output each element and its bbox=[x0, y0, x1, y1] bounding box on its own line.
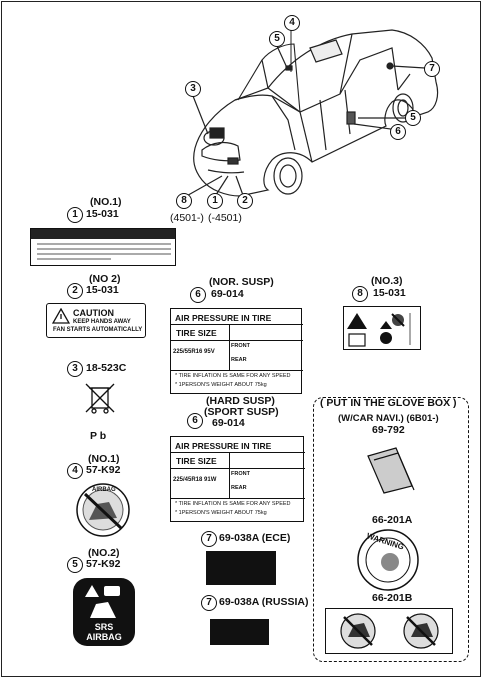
callout-5: 5 bbox=[67, 557, 83, 573]
callout-6b: 6 bbox=[187, 413, 203, 429]
glove-part-66-201a: 66-201A bbox=[372, 514, 413, 526]
callout-3-car: 3 bbox=[185, 81, 201, 97]
callout-5-car-side: 5 bbox=[405, 110, 421, 126]
label4-note: (NO.1) bbox=[88, 453, 120, 465]
callout-8: 8 bbox=[352, 286, 368, 302]
label6a-note: (NOR. SUSP) bbox=[209, 276, 274, 288]
label1-note: (NO.1) bbox=[90, 196, 122, 208]
label6b-note1: (HARD SUSP) bbox=[206, 395, 275, 407]
label6b-foot1: * TIRE INFLATION IS SAME FOR ANY SPEED bbox=[175, 501, 291, 507]
callout-2-car: 2 bbox=[237, 193, 253, 209]
callout-4-car: 4 bbox=[284, 15, 300, 31]
glove-box-group bbox=[313, 397, 469, 662]
warning-badge bbox=[357, 529, 419, 591]
label2-line1: KEEP HANDS AWAY bbox=[73, 319, 131, 325]
glove-navi-note: (W/CAR NAVI.) (6B01-) bbox=[338, 413, 439, 424]
callout-1: 1 bbox=[67, 207, 83, 223]
label1-plate bbox=[30, 228, 176, 266]
label3-part: 18-523C bbox=[86, 362, 127, 374]
range-from-4501: (4501-) bbox=[170, 212, 204, 224]
glove-box-title: ( PUT IN THE GLOVE BOX ) bbox=[320, 397, 457, 409]
label2-line2: FAN STARTS AUTOMATICALLY bbox=[53, 327, 143, 333]
label2-caution: CAUTION bbox=[73, 308, 114, 318]
label4-part: 57-K92 bbox=[86, 464, 121, 476]
callout-2: 2 bbox=[67, 283, 83, 299]
label5-srs: SRS bbox=[94, 622, 114, 632]
glove-66-201b-plate bbox=[325, 608, 453, 654]
callout-1-car: 1 bbox=[207, 193, 223, 209]
label6b-note2: (SPORT SUSP) bbox=[204, 406, 279, 418]
label6b-foot2: * 1PERSON'S WEIGHT ABOUT 75kg bbox=[175, 510, 267, 516]
fan-warning-icons bbox=[347, 313, 411, 347]
label8-note: (NO.3) bbox=[371, 275, 403, 287]
label7a-plate bbox=[206, 551, 276, 585]
label6a-foot2: * 1PERSON'S WEIGHT ABOUT 75kg bbox=[175, 382, 267, 388]
label5-srs-plate: SRS AIRBAG bbox=[73, 578, 135, 646]
label2-plate: CAUTION KEEP HANDS AWAY FAN STARTS AUTOM… bbox=[46, 303, 146, 338]
srs-icons bbox=[85, 585, 120, 597]
callout-6a: 6 bbox=[190, 287, 206, 303]
label6a-foot1: * TIRE INFLATION IS SAME FOR ANY SPEED bbox=[175, 373, 291, 379]
car-illustration bbox=[182, 28, 439, 199]
label7b-part: 69-038A (RUSSIA) bbox=[219, 596, 309, 608]
callout-7a: 7 bbox=[201, 531, 217, 547]
label4-badge-text: AIRBAG bbox=[92, 487, 116, 493]
label6a-part: 69-014 bbox=[211, 288, 244, 300]
glove-part-69-792: 69-792 bbox=[372, 424, 405, 436]
glove-part-66-201b: 66-201B bbox=[372, 592, 413, 604]
callout-4: 4 bbox=[67, 463, 83, 479]
callout-7b: 7 bbox=[201, 595, 217, 611]
label6a-title: AIR PRESSURE IN TIRE bbox=[175, 313, 272, 323]
label7b-plate bbox=[210, 619, 269, 645]
label2-part: 15-031 bbox=[86, 284, 119, 296]
child-seat-icon bbox=[90, 602, 116, 618]
label6a-front: FRONT bbox=[231, 343, 250, 349]
label6b-front: FRONT bbox=[231, 471, 250, 477]
label7a-part: 69-038A (ECE) bbox=[219, 532, 291, 544]
airbag-seat-circles bbox=[340, 613, 439, 649]
callout-3: 3 bbox=[67, 361, 83, 377]
label1-part: 15-031 bbox=[86, 208, 119, 220]
callout-5-car-top: 5 bbox=[269, 31, 285, 47]
callout-6-car: 6 bbox=[390, 124, 406, 140]
label5-airbag: AIRBAG bbox=[86, 632, 122, 642]
label8-plate bbox=[343, 306, 421, 350]
label6b-rear: REAR bbox=[231, 485, 247, 491]
label6b-part: 69-014 bbox=[212, 417, 245, 429]
label8-part: 15-031 bbox=[373, 287, 406, 299]
range-to-4501: (-4501) bbox=[208, 212, 242, 224]
label6b-tire-size: TIRE SIZE bbox=[176, 456, 217, 466]
airbag-child-seat-badge bbox=[76, 483, 130, 537]
tire-label-sport: AIR PRESSURE IN TIRE TIRE SIZE 225/45R18… bbox=[170, 436, 305, 522]
callout-8-car: 8 bbox=[176, 193, 192, 209]
label6a-rear: REAR bbox=[231, 357, 247, 363]
tire-label-normal: AIR PRESSURE IN TIRE TIRE SIZE 225/55R16… bbox=[170, 308, 303, 394]
callout-7-car: 7 bbox=[424, 61, 440, 77]
navi-booklet-icon bbox=[367, 447, 415, 494]
label6b-size: 225/45R18 91W bbox=[173, 477, 217, 483]
label3-pb: P b bbox=[90, 430, 107, 442]
crossed-bin-icon bbox=[85, 383, 115, 414]
label6a-tire-size: TIRE SIZE bbox=[176, 328, 217, 338]
label6a-size: 225/55R16 95V bbox=[173, 349, 215, 355]
label2-note: (NO 2) bbox=[89, 273, 121, 285]
warning-triangle-icon bbox=[52, 308, 70, 324]
label6b-title: AIR PRESSURE IN TIRE bbox=[175, 441, 272, 451]
label5-note: (NO.2) bbox=[88, 547, 120, 559]
label5-part: 57-K92 bbox=[86, 558, 121, 570]
